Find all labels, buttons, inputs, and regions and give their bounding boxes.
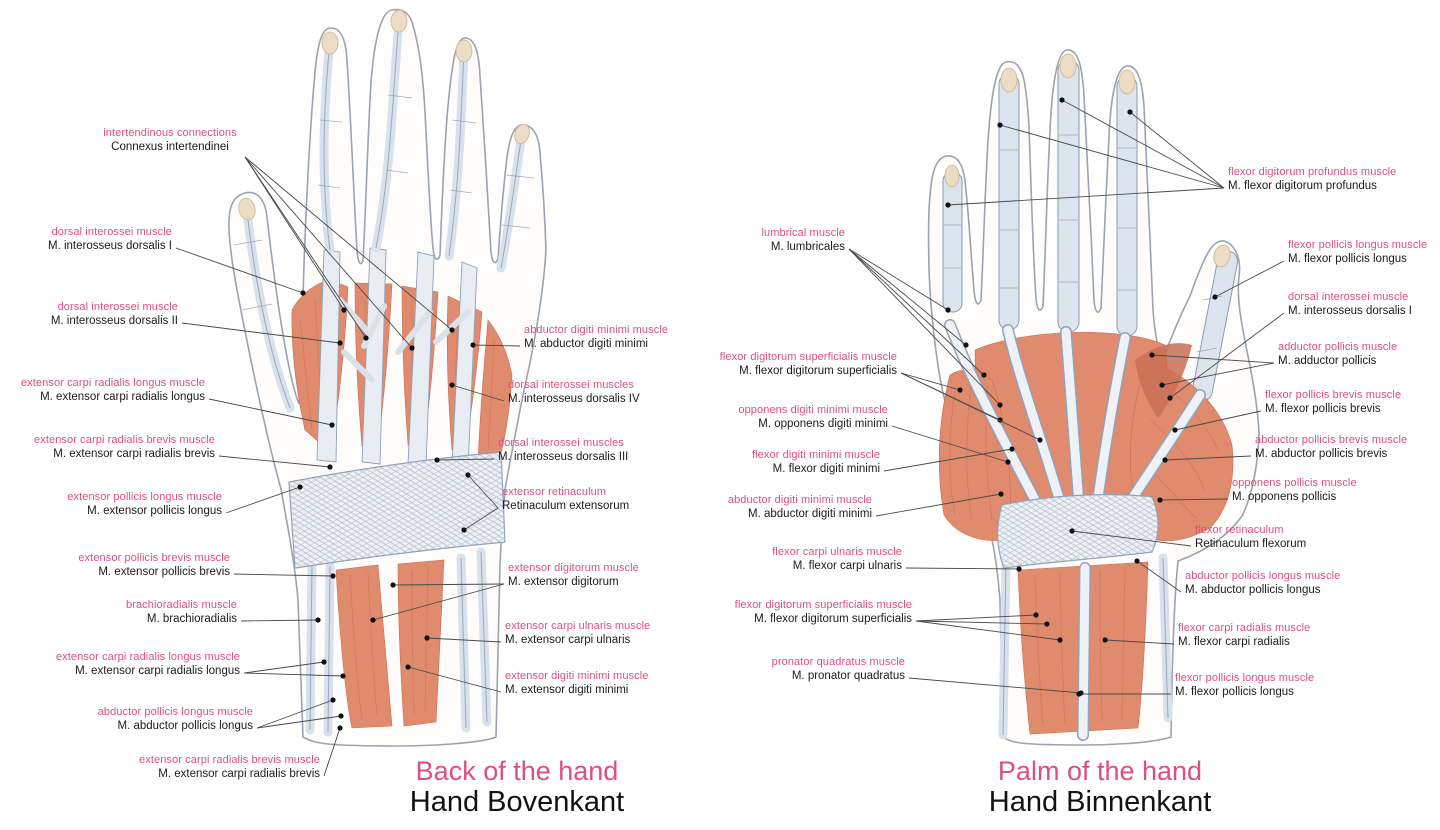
back-title-en: Back of the hand: [415, 756, 619, 786]
back-of-hand-illustration: [228, 8, 547, 747]
palm-title-nl: Hand Binnenkant: [988, 786, 1212, 818]
palm-of-hand-title: Palm of the hand Hand Binnenkant: [989, 756, 1212, 819]
palm-title-en: Palm of the hand: [997, 756, 1203, 786]
leader-lines: [175, 97, 1285, 777]
back-of-hand-title: Back of the hand Hand Bovenkant: [410, 756, 624, 819]
back-title-nl: Hand Bovenkant: [409, 786, 625, 818]
palm-of-hand-illustration: [927, 49, 1260, 746]
